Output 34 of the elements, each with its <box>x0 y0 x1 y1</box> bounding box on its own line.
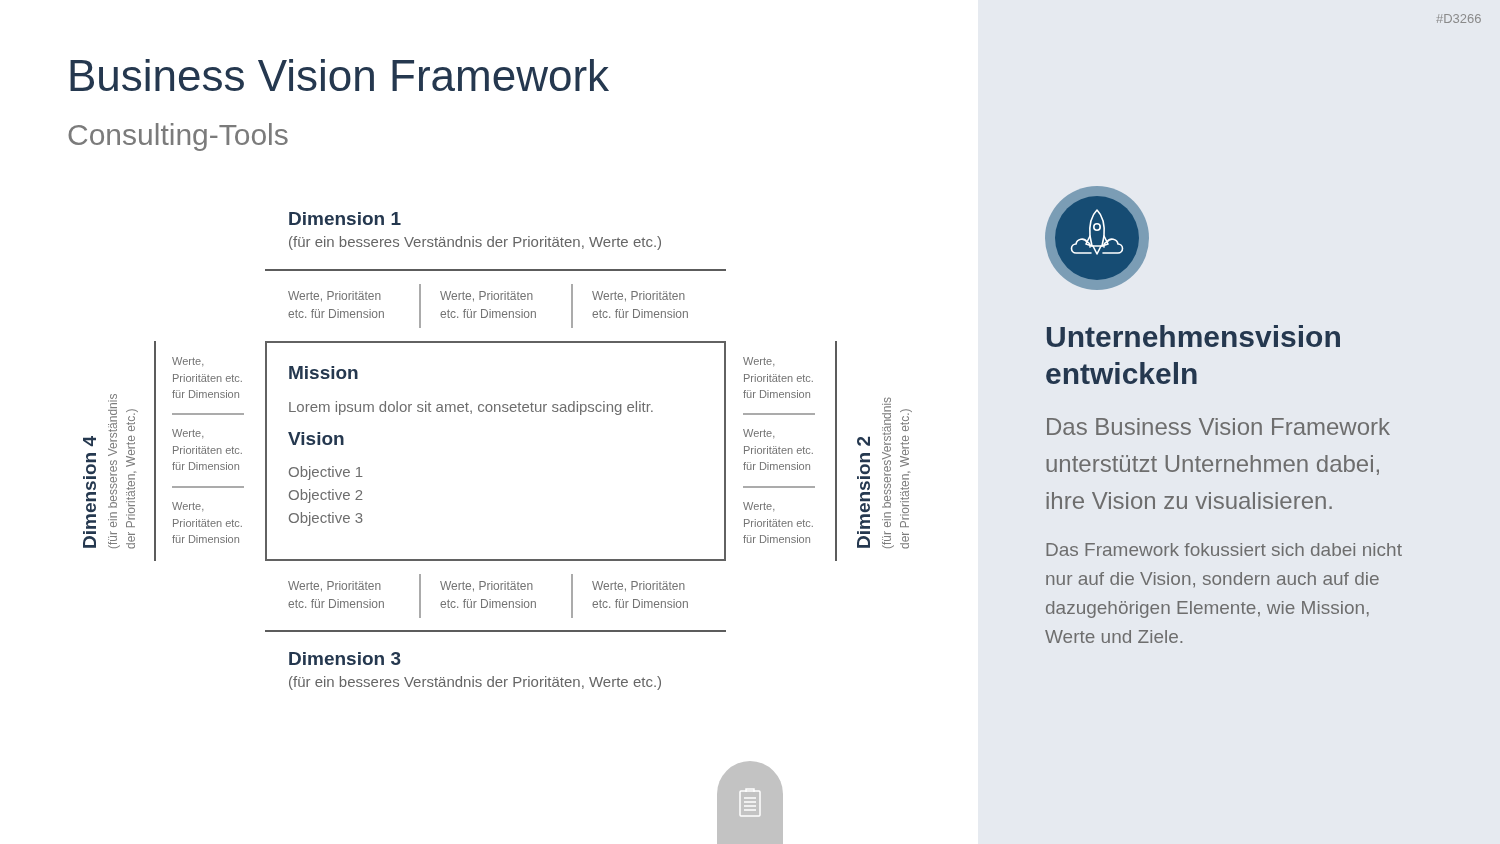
value-note: Werte, Prioritäten etc. für Dimension <box>743 499 815 547</box>
slide-code: #D3266 <box>1436 11 1482 27</box>
section-heading: Mission <box>288 361 359 385</box>
info-panel <box>978 0 1500 844</box>
panel-body-text: Das Framework fokussiert sich dabei nicht nur auf die Vision, sondern auch auf die dazugehörigen Elemente, wie Mission, Werte und Ziele. <box>1045 538 1403 649</box>
section-heading: Vision <box>288 427 345 451</box>
slide-title: Business Vision Framework <box>67 50 610 102</box>
value-note: Werte, Prioritäten etc. für Dimension <box>288 578 386 613</box>
value-note: Werte, Prioritäten etc. für Dimension <box>440 578 538 613</box>
body-text: Lorem ipsum dolor sit amet, consetetur sadipscing elitr. <box>288 397 654 417</box>
objective-item: Objective 3 <box>288 508 364 528</box>
dimension-heading: Dimension 2 <box>853 435 875 549</box>
value-note: Werte, Prioritäten etc. für Dimension <box>592 288 690 323</box>
panel-heading: Unternehmensvision entwickeln <box>1045 319 1343 392</box>
dimension-description: (für ein besseres Verständnis der Prioritäten, Werte etc.) <box>105 392 139 549</box>
objective-item: Objective 2 <box>288 485 364 505</box>
dimension-heading: Dimension 1 <box>288 207 401 231</box>
dimension-description: (für ein besseres Verständnis der Prioritäten, Werte etc.) <box>288 672 663 692</box>
slide-subtitle: Consulting-Tools <box>67 117 289 153</box>
value-note: Werte, Prioritäten etc. für Dimension <box>743 354 815 402</box>
value-note: Werte, Prioritäten etc. für Dimension <box>440 288 538 323</box>
value-note: Werte, Prioritäten etc. für Dimension <box>172 426 244 474</box>
mission-vision-box <box>265 341 726 561</box>
value-note: Werte, Prioritäten etc. für Dimension <box>288 288 386 323</box>
dimension-description: (für ein besseres Verständnis der Prioritäten, Werte etc.) <box>288 232 663 252</box>
value-note: Werte, Prioritäten etc. für Dimension <box>172 354 244 402</box>
dimension-heading: Dimension 3 <box>288 647 401 671</box>
dimension-heading: Dimension 4 <box>79 435 101 549</box>
dimension-description: (für ein besseresVerständnis der Prioritäten, Werte etc.) <box>879 395 913 549</box>
value-note: Werte, Prioritäten etc. für Dimension <box>172 499 244 547</box>
value-note: Werte, Prioritäten etc. für Dimension <box>743 426 815 474</box>
value-note: Werte, Prioritäten etc. für Dimension <box>592 578 690 613</box>
objective-item: Objective 1 <box>288 462 364 482</box>
panel-lead-text: Das Business Vision Framework unterstützt Unternehmen dabei, ihre Vision zu visualisieren. <box>1045 412 1391 516</box>
